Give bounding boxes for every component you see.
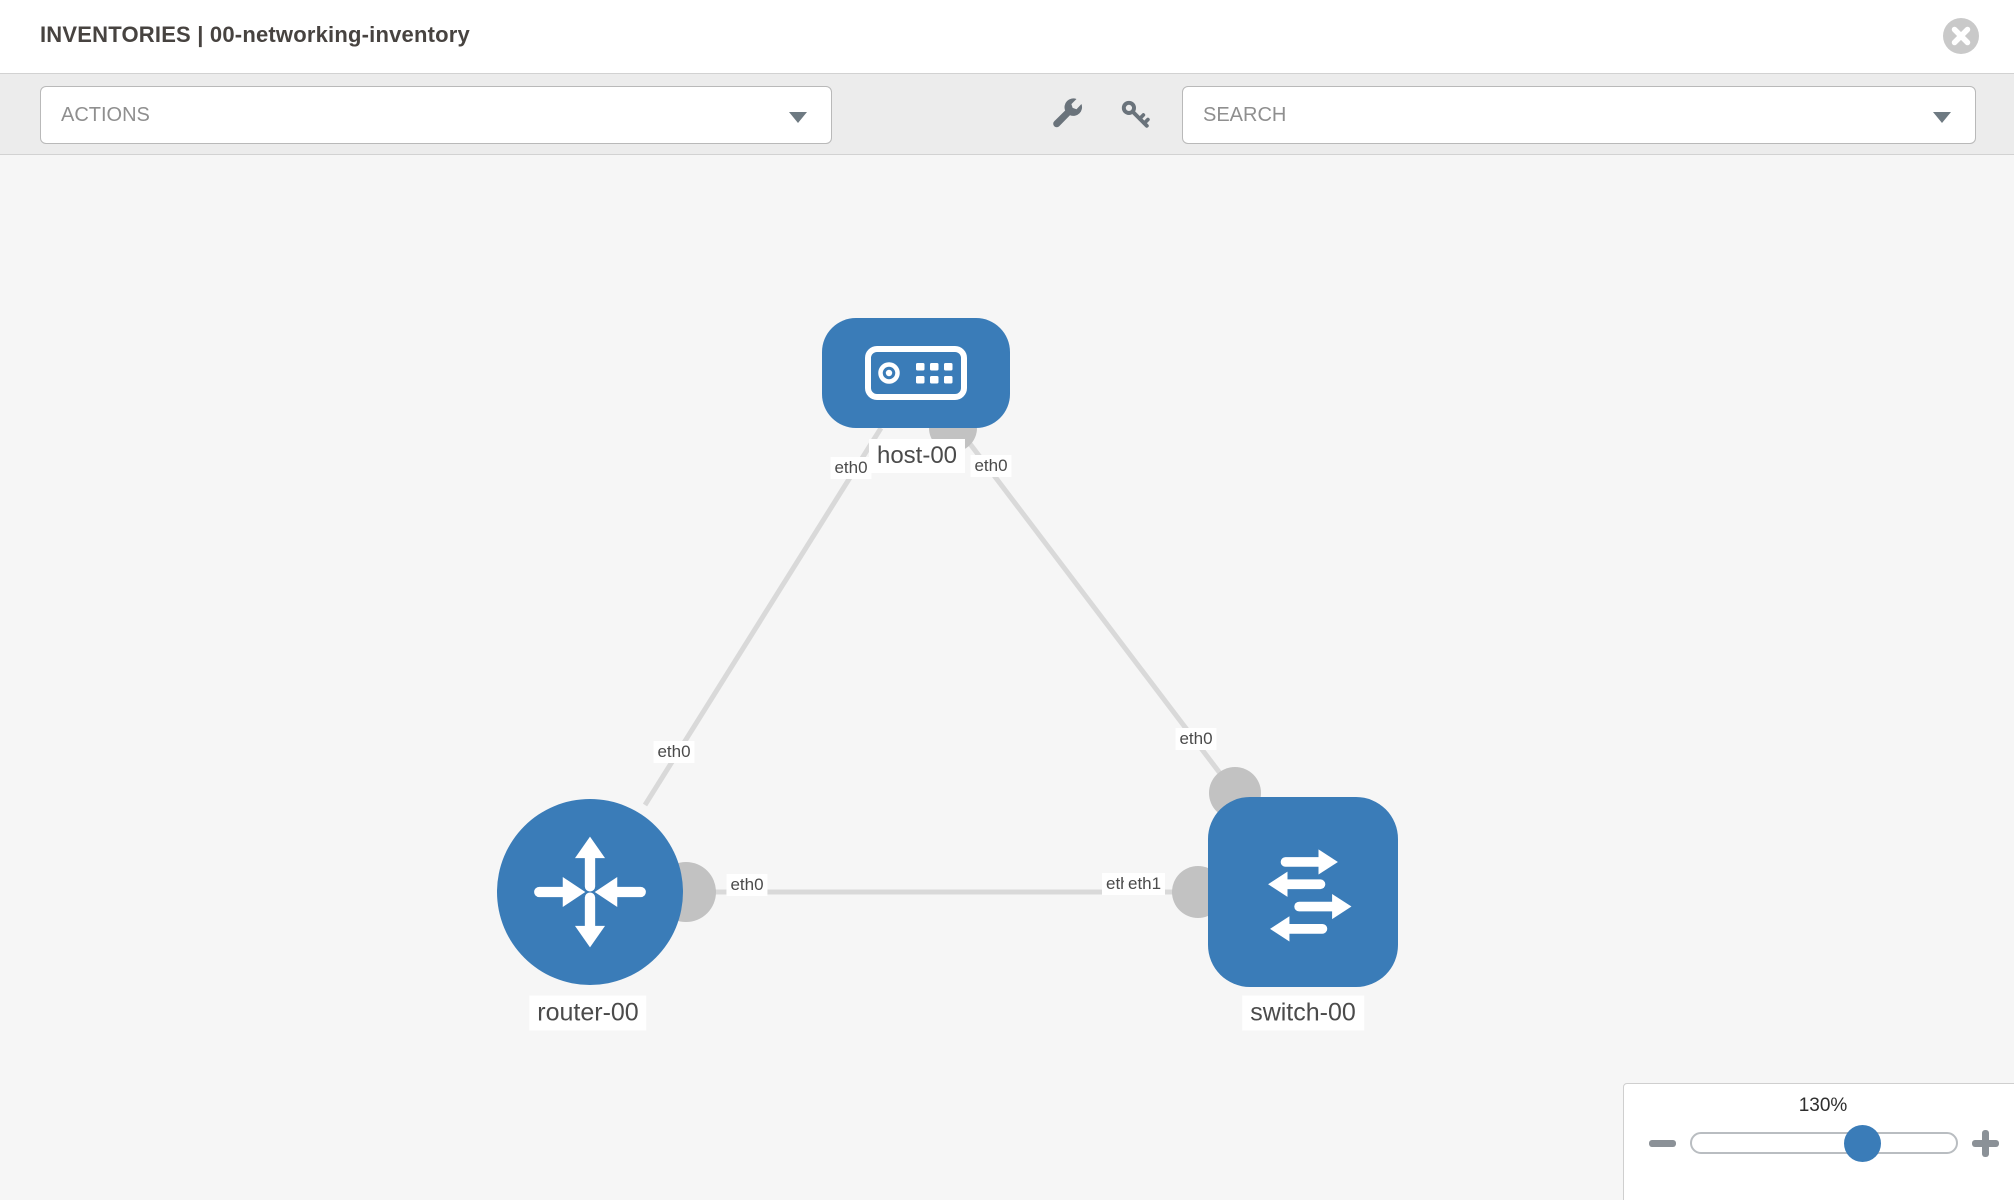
toolbar: ACTIONS SEARCH: [0, 73, 2014, 155]
zoom-in-button[interactable]: [1966, 1123, 2006, 1163]
search-input[interactable]: SEARCH: [1182, 86, 1976, 144]
iface-label-host-eth0-left: eth0: [830, 457, 872, 479]
actions-dropdown[interactable]: ACTIONS: [40, 86, 832, 144]
node-label-router: router-00: [529, 995, 647, 1031]
node-label-switch: switch-00: [1242, 995, 1364, 1031]
key-icon: [1121, 100, 1150, 128]
iface-label-switch-eth1: eth1: [1124, 873, 1166, 895]
node-host-00[interactable]: [822, 318, 1010, 428]
zoom-level-value: 130%: [1798, 1095, 1848, 1116]
iface-label-host-eth0-right: eth0: [970, 455, 1012, 477]
zoom-out-icon: [1649, 1140, 1676, 1147]
switch-icon: [1268, 849, 1352, 942]
zoom-slider-track[interactable]: [1690, 1132, 1958, 1154]
topology-canvas[interactable]: host-00 router-00 switch-00 eth0 eth0 et…: [0, 155, 2014, 1200]
zoom-slider-thumb[interactable]: [1844, 1125, 1881, 1162]
topology-links-layer: [590, 404, 1303, 922]
chevron-down-icon: [1933, 112, 1951, 123]
page-title: INVENTORIES | 00-networking-inventory: [40, 22, 470, 47]
chevron-down-icon: [789, 112, 807, 123]
iface-label-router-eth0: eth0: [726, 874, 768, 896]
actions-dropdown-label: ACTIONS: [61, 103, 150, 126]
close-button[interactable]: [1941, 16, 1981, 56]
iface-label-router-eth0-uplink: eth0: [653, 741, 695, 763]
page-header: INVENTORIES | 00-networking-inventory: [0, 0, 2014, 73]
node-switch-00[interactable]: [1208, 797, 1398, 987]
search-placeholder: SEARCH: [1203, 103, 1287, 126]
zoom-in-icon: [1982, 1130, 1989, 1157]
iface-label-switch-eth0-uplink: eth0: [1175, 728, 1217, 750]
node-router-00[interactable]: [497, 799, 683, 985]
credentials-button[interactable]: [1118, 98, 1154, 134]
node-label-host: host-00: [868, 439, 966, 473]
wrench-icon: [1053, 98, 1083, 128]
host-icon: [865, 346, 967, 400]
router-icon: [534, 836, 646, 948]
close-icon: [1943, 18, 1979, 54]
tools-button[interactable]: [1048, 98, 1084, 134]
zoom-out-button[interactable]: [1643, 1123, 1683, 1163]
